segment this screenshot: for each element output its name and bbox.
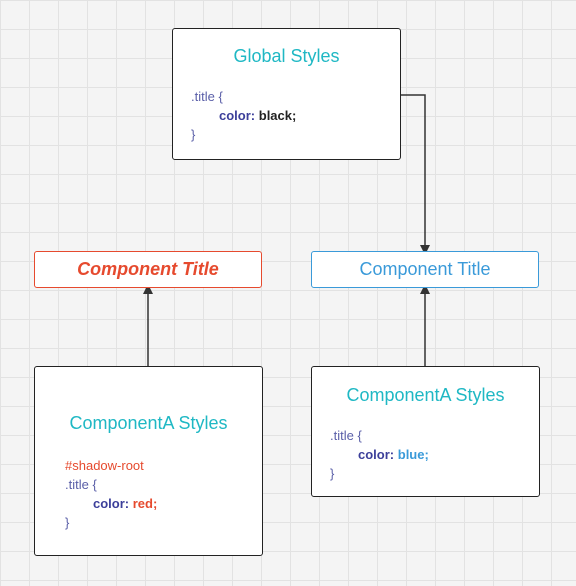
component-a-styles-left-code: #shadow-root .title { color: red; } <box>65 456 157 532</box>
component-a-styles-left-box: ComponentA Styles #shadow-root .title { … <box>34 366 263 556</box>
css-close-brace: } <box>191 127 196 142</box>
css-selector: .title { <box>65 477 97 492</box>
css-selector: .title { <box>191 89 223 104</box>
component-a-styles-right-box: ComponentA Styles .title { color: blue; … <box>311 366 540 497</box>
global-styles-title: Global Styles <box>233 46 340 66</box>
component-a-styles-left-title: ComponentA Styles <box>69 413 228 433</box>
css-close-brace: } <box>65 515 70 530</box>
global-styles-box: Global Styles .title { color: black; } <box>172 28 401 160</box>
arrow-global-to-right-title <box>401 94 430 255</box>
css-declaration: color: black; <box>191 106 296 125</box>
global-styles-code: .title { color: black; } <box>191 87 296 144</box>
css-value: blue; <box>397 447 429 462</box>
component-a-styles-right-title: ComponentA Styles <box>346 385 505 405</box>
css-declaration: color: blue; <box>330 445 429 464</box>
css-property: color: <box>358 447 395 462</box>
component-title-right-label: Component Title <box>359 259 491 279</box>
css-property: color: <box>219 108 256 123</box>
shadow-root-label: #shadow-root <box>65 458 144 473</box>
css-declaration: color: red; <box>65 494 157 513</box>
css-property: color: <box>93 496 130 511</box>
component-title-left-label: Component Title <box>77 259 219 279</box>
css-value: red; <box>132 496 158 511</box>
component-title-left: Component Title <box>34 251 262 288</box>
component-a-styles-right-code: .title { color: blue; } <box>330 426 429 483</box>
css-close-brace: } <box>330 466 335 481</box>
css-selector: .title { <box>330 428 362 443</box>
css-value: black; <box>258 108 297 123</box>
component-title-right: Component Title <box>311 251 539 288</box>
